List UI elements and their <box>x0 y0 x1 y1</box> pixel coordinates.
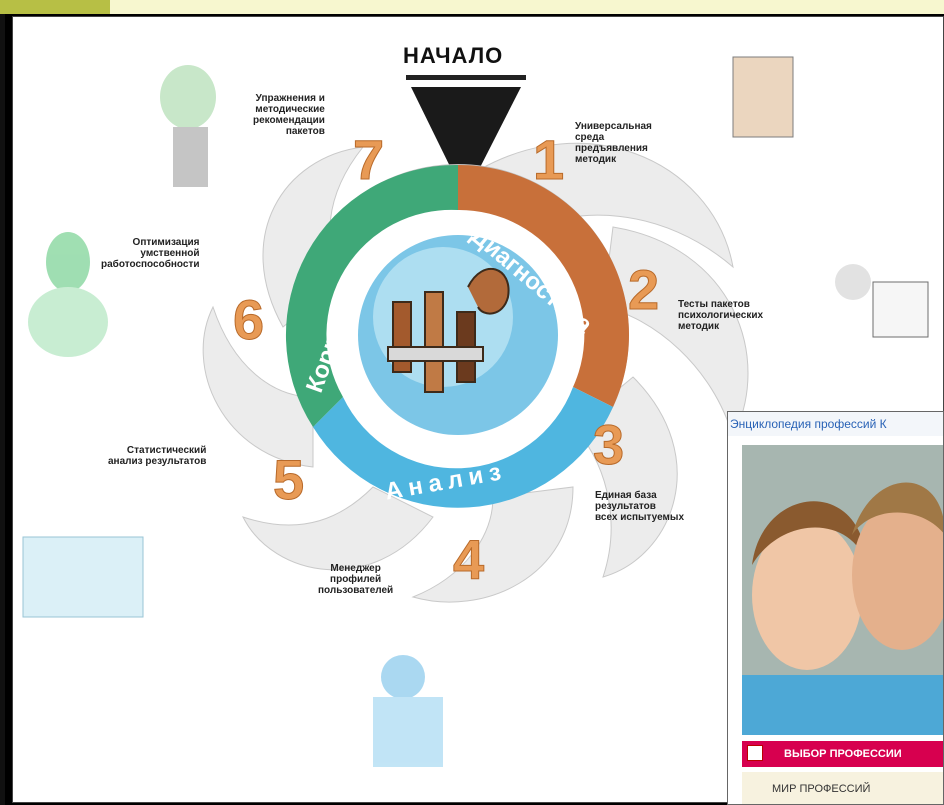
menu-item-world-of-professions[interactable]: МИР ПРОФЕССИЙ <box>742 772 943 804</box>
top-strip <box>0 0 944 14</box>
correction-segment <box>285 164 458 427</box>
window-title: Энциклопедия профессий К <box>728 412 943 436</box>
step-7-number: 7 <box>352 128 385 192</box>
side-figures <box>22 56 929 767</box>
start-funnel <box>411 87 521 197</box>
diagnostics-segment <box>458 164 630 407</box>
start-bar <box>406 75 526 80</box>
analysis-segment <box>313 387 613 508</box>
step-6-number: 6 <box>232 288 265 352</box>
menu-item-choose-profession[interactable]: ВЫБОР ПРОФЕССИИ <box>742 741 943 767</box>
step-5-number: 5 <box>272 448 305 512</box>
step-2-number: 2 <box>627 258 660 322</box>
step-1-number: 1 <box>532 128 565 192</box>
step-3-number: 3 <box>592 413 625 477</box>
diagram-window: НАЧАЛО Диагностика Коррекция Анализ 1 2 … <box>12 16 944 803</box>
psi-logo <box>387 267 510 393</box>
hero-photo <box>742 445 943 735</box>
cycle-diagram <box>22 56 929 767</box>
corner-tab <box>0 0 110 14</box>
encyclopedia-window[interactable]: Энциклопедия профессий К ВЫБОР ПРОФЕССИИ… <box>727 411 944 805</box>
start-label: НАЧАЛО <box>403 43 504 68</box>
checkbox-icon <box>747 745 763 761</box>
step-4-number: 4 <box>452 528 485 592</box>
